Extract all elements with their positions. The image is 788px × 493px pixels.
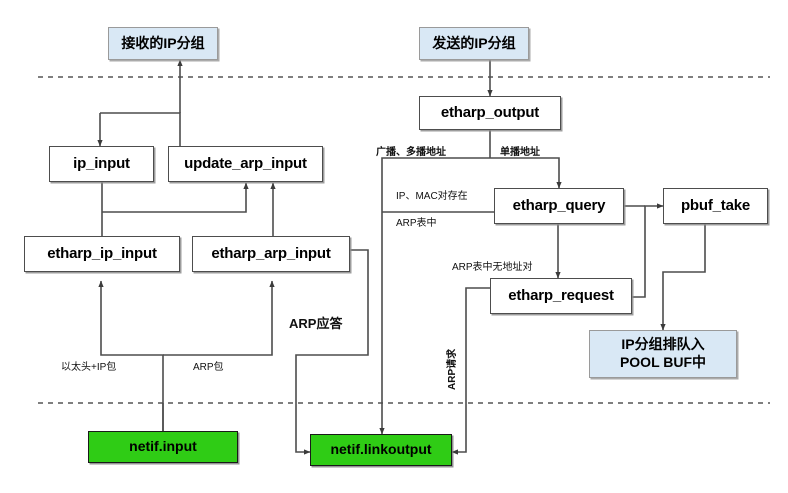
edge-label-no-addr-pair: ARP表中无地址对 (452, 262, 533, 273)
edge-arp-reply-to-linkoutput (295, 249, 369, 455)
node-label: 发送的IP分组 (432, 34, 516, 51)
node-ip-input[interactable]: ip_input (49, 146, 154, 182)
node-label: update_arp_input (184, 154, 307, 172)
node-etharp-query[interactable]: etharp_query (494, 188, 624, 224)
edge-label-in-arp-table: ARP表中 (396, 218, 437, 229)
node-label: 接收的IP分组 (121, 34, 205, 51)
edge-broadcast-to-linkoutput (379, 157, 490, 435)
node-label: etharp_arp_input (211, 244, 331, 262)
node-netif-linkoutput[interactable]: netif.linkoutput (310, 434, 452, 466)
edge-label-eth-ip-packet: 以太头+IP包 (61, 362, 117, 373)
edge-netifinput-to-etharparp (163, 280, 275, 356)
edge-unicast-to-etharpquery (490, 157, 562, 189)
node-label-line2: POOL BUF中 (619, 354, 707, 370)
node-etharp-arp-input[interactable]: etharp_arp_input (192, 236, 350, 272)
node-etharp-ip-input[interactable]: etharp_ip_input (24, 236, 180, 272)
node-label: netif.input (129, 438, 197, 455)
node-pbuf-take[interactable]: pbuf_take (663, 188, 768, 224)
edge-request-to-pbuftake (632, 203, 664, 298)
node-pool-buf-queue[interactable]: IP分组排队入 POOL BUF中 (589, 330, 737, 378)
edge-etharpip-to-updatearp (102, 182, 249, 213)
edge-netifinput-to-etharpip (98, 280, 164, 431)
edge-label-ip-mac-pair-exists: IP、MAC对存在 (396, 191, 468, 202)
edge-label-arp-packet: ARP包 (193, 362, 224, 373)
node-label: etharp_ip_input (47, 244, 157, 262)
node-received-ip-packet[interactable]: 接收的IP分组 (108, 27, 218, 60)
edge-label-arp-reply: ARP应答 (289, 316, 343, 331)
node-etharp-output[interactable]: etharp_output (419, 96, 561, 130)
node-etharp-request[interactable]: etharp_request (490, 278, 632, 314)
node-label: etharp_request (508, 286, 614, 304)
node-netif-input[interactable]: netif.input (88, 431, 238, 463)
node-label-line1: IP分组排队入 (621, 336, 705, 353)
edge-label-arp-request: ARP请求 (447, 348, 458, 390)
node-label: ip_input (73, 154, 130, 172)
node-label: etharp_query (512, 196, 606, 214)
edge-label-unicast: 单播地址 (500, 147, 540, 158)
node-label: pbuf_take (680, 196, 751, 214)
node-update-arp-input[interactable]: update_arp_input (168, 146, 323, 182)
edge-label-broadcast-multicast: 广播、多播地址 (376, 147, 446, 158)
node-label: etharp_output (440, 103, 540, 121)
edge-request-to-linkoutput (451, 287, 490, 455)
node-label: netif.linkoutput (330, 441, 432, 458)
edge-pbuftake-to-poolbuf (660, 224, 706, 331)
node-sent-ip-packet[interactable]: 发送的IP分组 (419, 27, 529, 60)
